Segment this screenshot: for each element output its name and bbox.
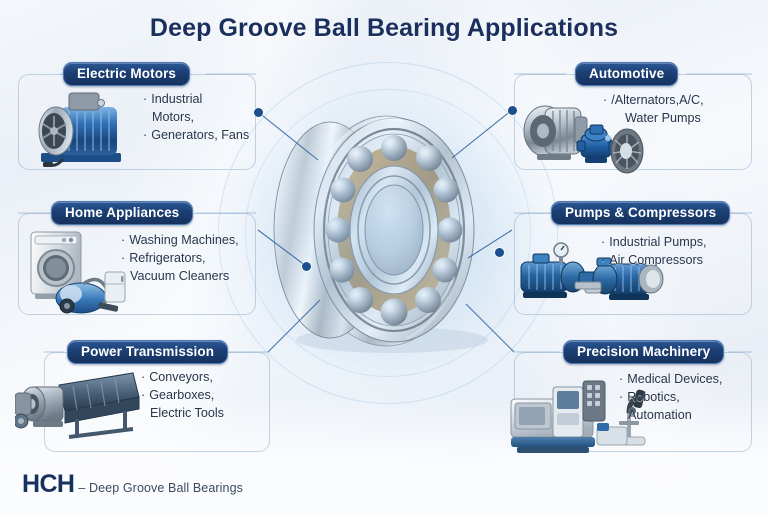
bullet-continuation: Vacuum Cleaners [130,268,230,283]
bullet-text: /Alternators,A/C, [611,93,704,107]
bullet-item: ·Industrial Pumps, [601,234,707,252]
bullet-text: Air Compressors [609,252,703,267]
bullet-text: Conveyors, [149,370,213,384]
card-automotive[interactable]: Automotive [514,62,752,174]
bullet-glyph: · [121,250,126,265]
bullet-glyph: · [143,92,148,106]
bullet-text: Gearboxes, [149,387,215,402]
bullets-power-transmission: ·Conveyors, ·Gearboxes, Electric Tools [141,369,224,423]
badge-electric-motors: Electric Motors [63,62,191,86]
bullet-item: ·Medical Devices, [619,371,722,389]
badge-home-appliances: Home Appliances [51,201,194,225]
connector-dot-pumps [495,248,504,257]
bullet-item: ·Gearboxes, [141,387,224,405]
bullet-glyph: · [121,233,126,247]
connector-dot-automotive [508,106,517,115]
bullet-text: Medical Devices, [627,372,723,386]
page-title: Deep Groove Ball Bearing Applications [149,14,619,42]
bullet-continuation: Automation [628,407,692,422]
bullet-item: ·Refrigerators, [121,250,239,268]
bullet-glyph: · [141,387,146,402]
bullet-glyph: · [141,370,146,384]
bullet-text: Generators, Fans [151,127,250,142]
bullet-text: Refrigerators, [129,250,206,265]
bullet-continuation: Water Pumps [625,110,701,125]
bullet-item: ·Air Compressors [601,252,707,270]
bullets-automotive: ·/Alternators,A/C, Water Pumps [603,92,704,128]
central-bearing-image [216,60,560,406]
card-electric-motors[interactable]: Electric Motors [18,62,256,170]
bullets-electric-motors: ·Industrial Motors, ·Generators, Fans [143,91,249,145]
bearing-decorative-rings [218,62,558,404]
bullet-item: ·Conveyors, [141,369,224,387]
bullet-item: ·/Alternators,A/C, [603,92,704,110]
card-pumps-compressors[interactable]: Pumps & Compressors [514,201,752,315]
bullet-glyph: · [601,235,606,249]
connector-dot-electric-motors [254,108,263,117]
bullet-glyph: · [603,93,608,107]
bullet-text: Washing Machines, [129,233,239,247]
bullet-item: ·Robotics, [619,389,722,407]
footer-branding: HCH – Deep Groove Ball Bearings [22,470,243,499]
bullet-continuation: Motors, [152,109,194,124]
bullet-text: Industrial [151,92,203,106]
bullets-pumps-compressors: ·Industrial Pumps, ·Air Compressors [601,234,707,270]
bullets-home-appliances: ·Washing Machines, ·Refrigerators, Vacuu… [121,232,239,286]
card-precision-machinery[interactable]: Precision Machinery [510,340,752,453]
home-appliances-image [30,231,126,314]
bullet-continuation: Electric Tools [150,405,224,420]
hch-logo: HCH [22,470,75,498]
power-transmission-image [15,372,140,439]
bullet-glyph: · [143,127,148,142]
bullet-item: ·Generators, Fans [143,127,249,145]
bullet-glyph: · [619,389,624,404]
bullet-text: Robotics, [627,389,680,404]
card-home-appliances[interactable]: Home Appliances [18,201,256,315]
badge-power-transmission: Power Transmission [67,340,229,364]
badge-precision-machinery: Precision Machinery [563,340,725,364]
footer-tagline: – Deep Groove Ball Bearings [78,481,243,495]
bullet-glyph: · [619,372,624,386]
badge-pumps-compressors: Pumps & Compressors [551,201,731,225]
connector-dot-home-appliances [302,262,311,271]
bullet-item: ·Washing Machines, [121,232,239,250]
electric-motor-image [38,92,121,167]
badge-automotive: Automotive [575,62,679,86]
bullet-glyph: · [601,252,606,267]
bullet-item: ·Industrial [143,91,249,109]
bullet-text: Industrial Pumps, [609,235,707,249]
bullets-precision-machinery: ·Medical Devices, ·Robotics, Automation [619,371,722,425]
card-power-transmission[interactable]: Power Transmission [15,340,270,452]
